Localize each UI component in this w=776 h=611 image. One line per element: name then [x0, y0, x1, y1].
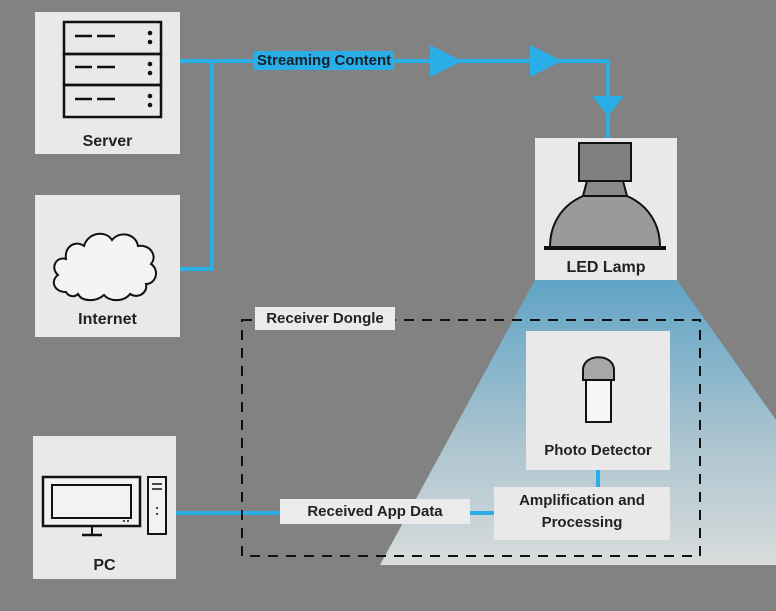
- photo-detector-label: Photo Detector: [544, 442, 652, 459]
- receiver-dongle-boundary: [241, 319, 701, 557]
- arrow-right-1: [430, 45, 462, 77]
- lamp-icon: [544, 142, 666, 250]
- received-app-data-label: Received App Data: [280, 499, 470, 524]
- led-lamp-node: [535, 138, 677, 280]
- internet-to-trunk-line: [180, 61, 214, 271]
- amplification-box: [494, 487, 670, 540]
- led-lamp-label: LED Lamp: [566, 259, 646, 276]
- streaming-content-label: Streaming Content: [254, 51, 395, 70]
- arrow-right-2: [530, 45, 562, 77]
- computer-icon: [41, 475, 167, 537]
- server-icon: [62, 20, 163, 119]
- flow-arrows: [430, 45, 624, 116]
- cloud-icon: [52, 232, 158, 302]
- server-node: [35, 12, 180, 154]
- photo-detector-node: [526, 331, 670, 470]
- receiver-dongle-label: Receiver Dongle: [255, 307, 395, 330]
- internet-node: [35, 195, 180, 337]
- internet-label: Internet: [78, 311, 137, 328]
- pc-label: PC: [93, 557, 116, 574]
- server-label: Server: [82, 133, 133, 150]
- arrow-down: [592, 96, 624, 116]
- amplification-label-line1: Amplification and: [519, 492, 645, 509]
- amplification-label-line2: Processing: [541, 514, 623, 531]
- photodiode-icon: [582, 356, 615, 423]
- pc-node: [33, 436, 176, 579]
